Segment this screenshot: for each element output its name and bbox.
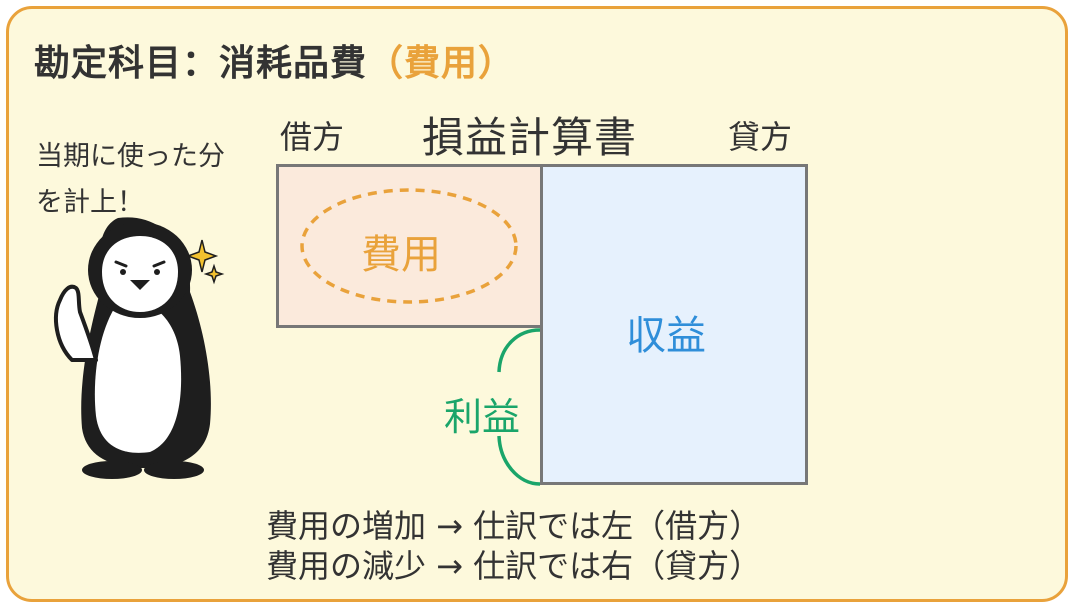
sparkle-icon xyxy=(185,239,225,285)
credit-label: 貸方 xyxy=(728,118,793,156)
revenue-label: 収益 xyxy=(626,313,706,359)
profit-brace-top xyxy=(497,328,541,373)
title-main: 勘定科目：消耗品費 xyxy=(34,43,368,84)
expense-ellipse xyxy=(300,188,518,304)
rule-line-2: 費用の減少 → 仕訳では右（貸方） xyxy=(266,547,762,585)
statement-title: 損益計算書 xyxy=(422,113,638,162)
profit-label: 利益 xyxy=(444,395,521,439)
debit-label: 借方 xyxy=(280,118,345,156)
expense-label: 費用 xyxy=(361,232,441,278)
speech-line-1: 当期に使った分 xyxy=(36,141,225,172)
title-accent: （費用） xyxy=(367,43,516,84)
speech-text: 当期に使った分 を計上！ xyxy=(36,134,225,226)
rule-text: 費用の増加 → 仕訳では左（借方） 費用の減少 → 仕訳では右（貸方） xyxy=(266,506,761,586)
profit-brace-bottom xyxy=(497,435,541,486)
speech-line-2: を計上！ xyxy=(36,187,144,218)
page-title: 勘定科目：消耗品費（費用） xyxy=(34,34,515,86)
revenue-box xyxy=(540,164,808,485)
penguin-illustration xyxy=(54,217,211,479)
rule-line-1: 費用の増加 → 仕訳では左（借方） xyxy=(266,507,762,545)
